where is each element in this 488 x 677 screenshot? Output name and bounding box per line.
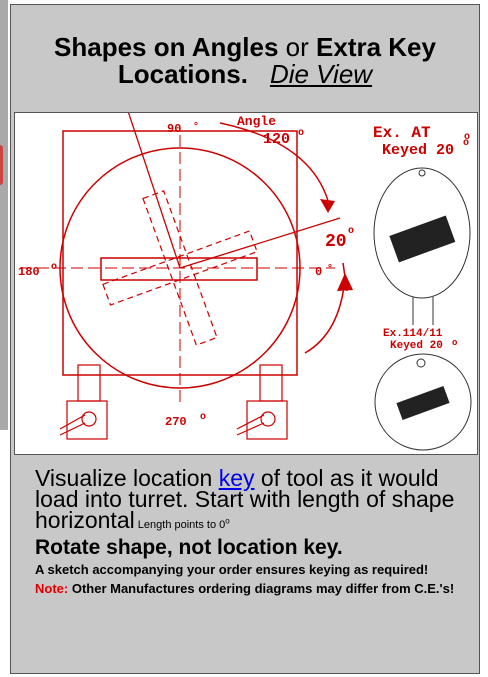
label-ex-114: Ex.114/11 — [383, 328, 443, 340]
right-leg — [259, 364, 283, 402]
key-link[interactable]: key — [218, 465, 255, 491]
svg-text:o: o — [463, 138, 469, 149]
page-title: Shapes on Angles or Extra Key Locations.… — [11, 5, 479, 115]
label-20: 20 — [325, 232, 347, 252]
outer-square — [62, 130, 298, 376]
note-text: Note: Other Manufactures ordering diagra… — [35, 581, 455, 596]
label-120: 120 — [263, 131, 290, 148]
key-shape-small — [396, 385, 450, 421]
left-border-strip — [0, 0, 8, 430]
content-panel: Shapes on Angles or Extra Key Locations.… — [10, 4, 480, 674]
left-leg — [77, 364, 101, 402]
svg-text:°: ° — [327, 263, 333, 275]
die-view-diagram: 90 ° Angle 120 o 20 o 180 o 0 ° 270 o Ex… — [14, 112, 478, 455]
rotate-heading: Rotate shape, not location key. — [35, 536, 343, 559]
visualize-text: Visualize location key of tool as it wou… — [35, 465, 455, 533]
svg-text:o: o — [200, 412, 206, 423]
angle-line-20 — [179, 217, 341, 269]
arc-arrow-top — [219, 122, 331, 209]
label-180: 180 — [18, 265, 40, 279]
tool-example-small — [374, 353, 472, 451]
svg-text:o: o — [464, 132, 470, 143]
label-270: 270 — [165, 415, 187, 429]
arrowhead-top — [320, 199, 335, 213]
die-view-link[interactable]: Die View — [269, 59, 373, 89]
svg-text:o: o — [348, 226, 354, 237]
tool-example-large — [373, 167, 471, 299]
title-part2: Extra Key Locations. — [117, 32, 436, 89]
label-90: 90 — [167, 122, 181, 136]
label-keyed-20-small: Keyed 20 — [390, 340, 443, 352]
instructions: Visualize location key of tool as it wou… — [19, 458, 474, 596]
title-part1: Shapes on Angles — [54, 32, 279, 62]
angle-line-120 — [127, 113, 181, 269]
left-edge-mark — [0, 145, 3, 185]
svg-text:o: o — [452, 338, 457, 348]
left-foot — [66, 400, 108, 440]
length-points-text: Length points to 0o — [134, 516, 230, 531]
sketch-text: A sketch accompanying your order ensures… — [35, 562, 429, 577]
label-keyed-20: Keyed 20 — [382, 142, 454, 159]
title-or: or — [278, 32, 317, 62]
label-0: 0 — [315, 265, 322, 279]
key-shape-large — [389, 215, 456, 263]
svg-text:°: ° — [193, 121, 199, 133]
svg-text:o: o — [298, 128, 304, 139]
diagram-svg: 90 ° Angle 120 o 20 o 180 o 0 ° 270 o Ex… — [18, 113, 472, 451]
label-ex-at: Ex. AT — [373, 124, 431, 142]
right-foot — [246, 400, 288, 440]
svg-text:o: o — [51, 262, 57, 273]
label-angle: Angle — [237, 114, 276, 129]
